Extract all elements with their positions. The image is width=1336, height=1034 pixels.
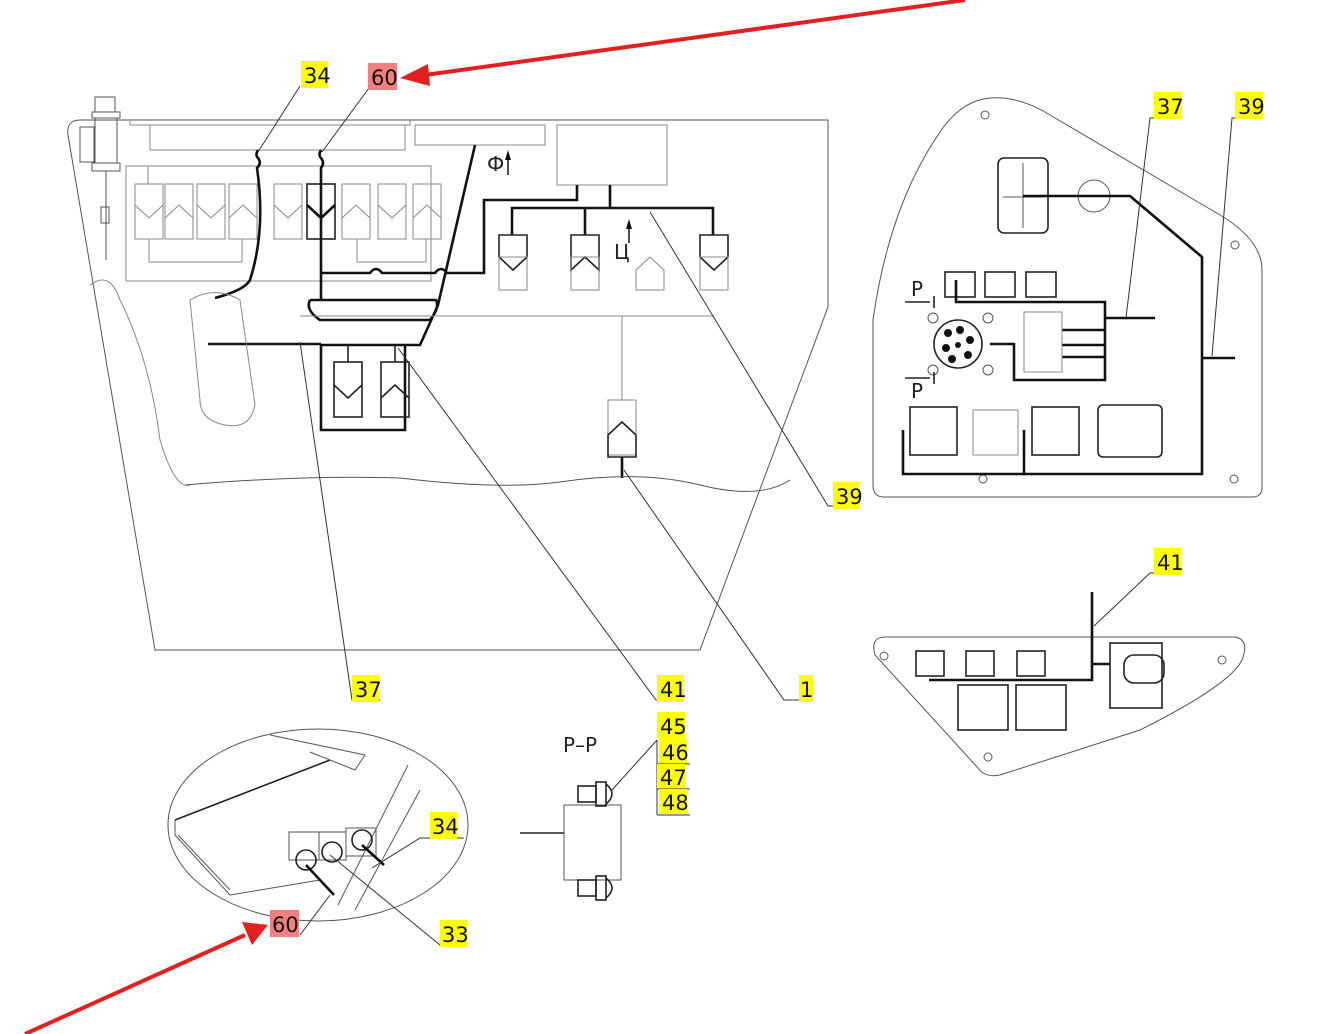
right-panel-view: Р Р (872, 97, 1263, 498)
cutout (189, 292, 256, 427)
connector-low-3 (1016, 650, 1046, 677)
callout-46: 46 (657, 739, 690, 765)
indicator-lamp-3 (351, 829, 373, 851)
indicator-lamp-1 (295, 849, 317, 871)
control-unit-box (556, 124, 668, 186)
relay-bank-left (125, 165, 442, 282)
callout-33-detail: 33 (440, 920, 469, 947)
section-letter-bottom: Р (911, 379, 923, 403)
wire-34 (214, 149, 262, 300)
main-panel-view: Ф Ц (67, 96, 829, 651)
module-2 (972, 409, 1019, 456)
svg-text:37: 37 (355, 678, 382, 702)
wire-loop (307, 298, 439, 322)
connector-small-3 (1025, 271, 1057, 298)
wire-39 (510, 206, 715, 235)
svg-text:37: 37 (1157, 95, 1184, 119)
svg-text:60: 60 (371, 66, 398, 90)
callout-41-bottom: 41 (657, 675, 687, 702)
panel-outline-right (872, 97, 1263, 498)
round-connector (933, 319, 983, 369)
connector-group-right (498, 234, 729, 291)
wire-41-lower (929, 592, 1094, 682)
detail-ellipse (167, 728, 469, 922)
module-low-2 (1015, 684, 1067, 731)
connector-low-2 (965, 650, 995, 677)
callout-47: 47 (657, 764, 690, 790)
svg-text:60: 60 (272, 913, 299, 937)
section-letter-top: Р (911, 277, 923, 301)
leader-lines (257, 85, 1262, 946)
wire-39-right (901, 194, 1204, 476)
terminal-block (1023, 311, 1063, 373)
callout-45: 45 (657, 712, 687, 739)
callout-1-bottom: 1 (799, 675, 813, 702)
panel-outline-lower (873, 636, 1246, 777)
svg-text:41: 41 (660, 678, 687, 702)
callout-48: 48 (657, 789, 690, 816)
callout-60-detail: 60 (270, 910, 299, 937)
callout-39-right: 39 (1235, 92, 1265, 119)
callout-37-bottom: 37 (352, 675, 382, 702)
detail-view (167, 728, 469, 922)
section-block (563, 804, 622, 881)
svg-text:39: 39 (836, 485, 863, 509)
top-duct-mid (414, 124, 546, 146)
callout-34-top: 34 (301, 61, 331, 88)
lighter-socket-icon (79, 96, 121, 260)
indicator-lamp-2 (321, 841, 343, 863)
svg-text:34: 34 (304, 64, 331, 88)
callout-37-right: 37 (1154, 92, 1184, 119)
multi-pin-connector (1109, 642, 1163, 709)
bolt-top (577, 781, 613, 807)
direction-mark-phi: Ф (487, 152, 504, 176)
callout-39-mid: 39 (833, 482, 863, 509)
direction-mark-tse: Ц (614, 240, 630, 264)
callout-60-top: 60 (368, 63, 398, 90)
lower-right-panel-view (873, 592, 1246, 777)
module-1 (909, 406, 958, 456)
svg-text:34: 34 (432, 815, 459, 839)
connector-small-1 (944, 271, 976, 298)
module-3 (1031, 406, 1080, 456)
panel-outline (67, 119, 829, 651)
svg-text:33: 33 (442, 923, 469, 947)
red-arrow-top-icon (400, 0, 966, 86)
callout-34-detail: 34 (430, 812, 459, 839)
module-low-1 (957, 684, 1009, 731)
connector-small-2 (984, 271, 1016, 298)
svg-text:41: 41 (1157, 551, 1184, 575)
top-channel (129, 120, 411, 126)
bolt-bottom (577, 875, 613, 901)
wire-trunk-upper (321, 185, 579, 275)
svg-text:47: 47 (660, 766, 687, 790)
svg-text:1: 1 (800, 678, 813, 702)
wire-60 (318, 149, 325, 300)
section-view-title: Р–Р (563, 733, 597, 757)
svg-text:39: 39 (1238, 95, 1265, 119)
svg-text:48: 48 (662, 791, 689, 815)
break-line (184, 476, 791, 492)
section-pp-view: Р–Р (520, 733, 622, 901)
top-duct-left (149, 124, 406, 151)
svg-text:46: 46 (662, 741, 689, 765)
connector-1 (607, 399, 637, 456)
red-arrow-bottom-icon (24, 922, 268, 1034)
svg-text:45: 45 (660, 715, 687, 739)
module-4 (1097, 404, 1163, 458)
callout-41-right: 41 (1154, 548, 1184, 575)
connector-low-1 (915, 650, 945, 677)
